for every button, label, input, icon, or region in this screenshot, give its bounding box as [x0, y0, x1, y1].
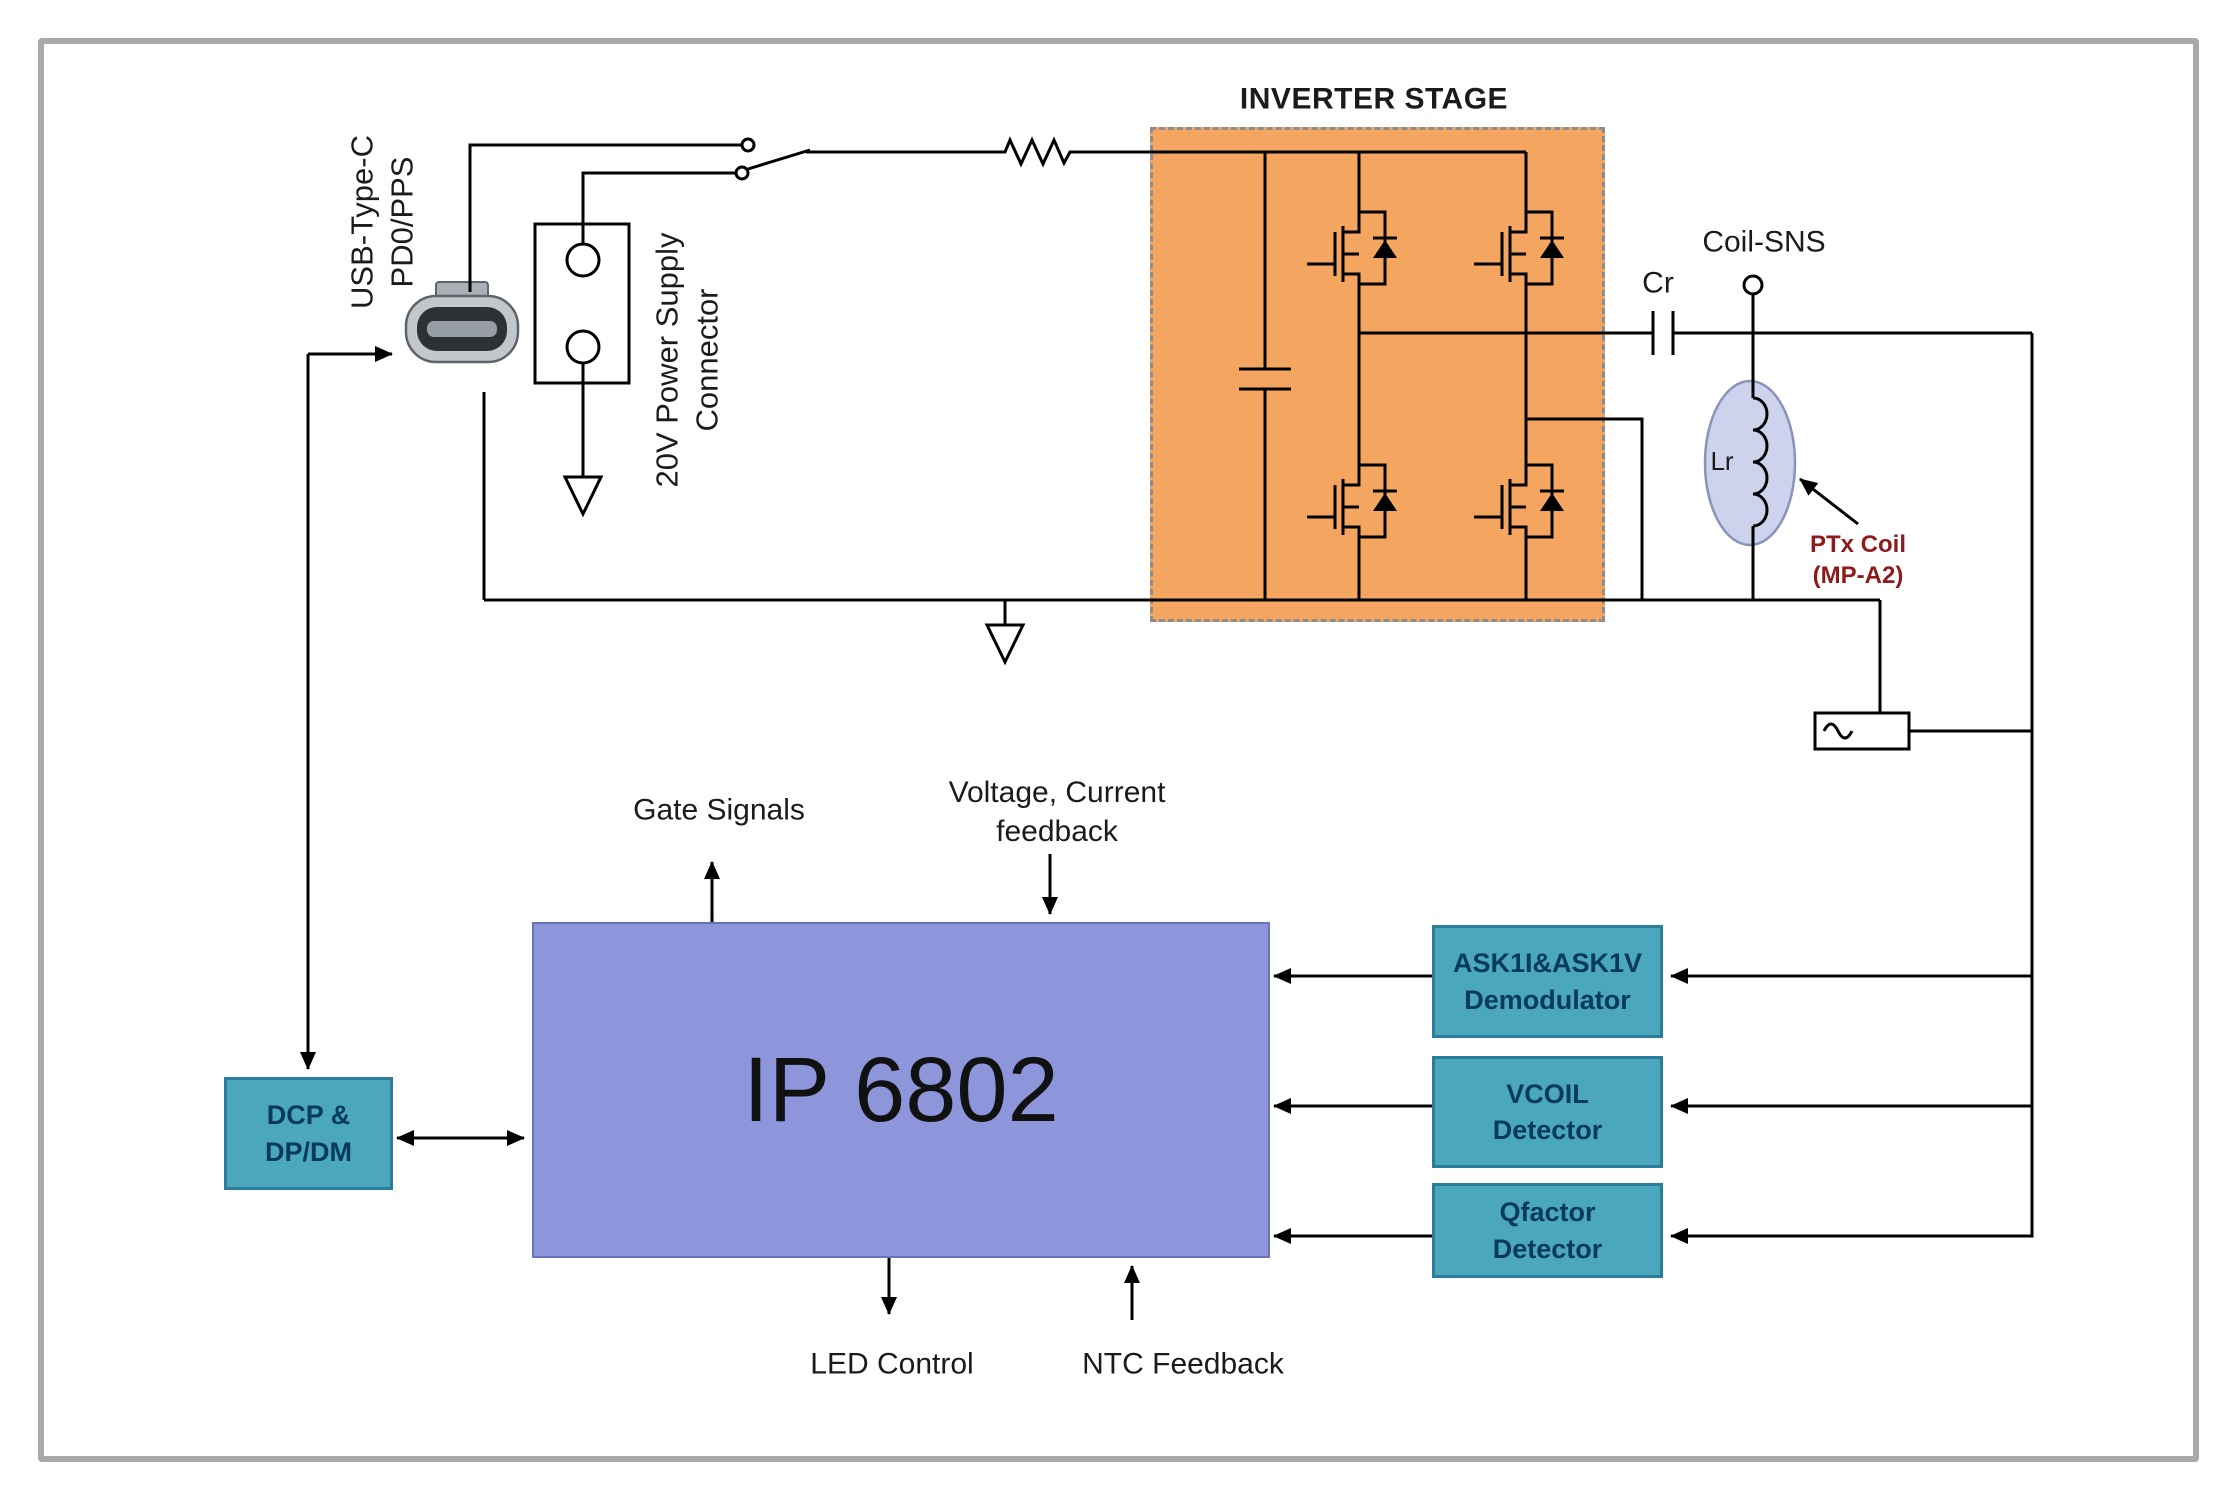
- coil-sns-terminal: [1742, 274, 1764, 296]
- dcp-dpdm-block: DCP & DP/DM: [224, 1077, 393, 1190]
- right-bus-wire: [1670, 333, 2034, 1244]
- mosfet-top-left: [1305, 200, 1399, 292]
- vcoil-label-line1: VCOIL: [1506, 1078, 1589, 1109]
- dcp-label-line1: DCP &: [266, 1100, 351, 1131]
- ptx-label-line2: (MP-A2): [1812, 562, 1904, 589]
- switch-contact-bottom: [734, 165, 750, 181]
- vcoil-label-line2: Detector: [1492, 1115, 1603, 1145]
- vcoil-detector-block: VCOIL Detector: [1432, 1056, 1663, 1168]
- inverter-stage-title: INVERTER STAGE: [1239, 82, 1509, 116]
- right-switch-node-wire: [1526, 417, 1644, 600]
- ptx-label-line1: PTx Coil: [1809, 530, 1907, 558]
- block-arrows: [300, 346, 1432, 1320]
- ask-label-line1: ASK1I&ASK1V: [1452, 948, 1643, 979]
- sense-squiggle: [1822, 722, 1854, 740]
- power-supply-label: 20V Power Supply Connector: [648, 232, 729, 487]
- led-control-label: LED Control: [810, 1347, 974, 1381]
- ntc-feedback-label: NTC Feedback: [1082, 1347, 1284, 1381]
- lr-label: Lr: [1710, 446, 1734, 477]
- mosfet-top-right: [1472, 200, 1566, 292]
- power-connector-graphic: [533, 222, 631, 385]
- qfactor-detector-block: Qfactor Detector: [1432, 1183, 1663, 1278]
- psu-label-line1: 20V Power Supply: [649, 232, 685, 488]
- mosfet-bottom-left: [1305, 453, 1399, 545]
- cr-capacitor: [1651, 311, 1675, 355]
- inductor-symbol: [1752, 396, 1769, 528]
- voltage-current-feedback-label: Voltage, Current feedback: [949, 773, 1166, 851]
- switch-blade: [747, 148, 811, 171]
- input-wiring: [468, 136, 1526, 292]
- dcp-label-line2: DP/DM: [265, 1136, 352, 1167]
- ptx-pointer-arrow: [1799, 477, 1859, 526]
- switch-contact-top: [740, 137, 756, 153]
- usb-top-wire: [468, 143, 741, 292]
- psu-top-wire: [581, 171, 736, 244]
- psu-label-line2: Connector: [690, 288, 725, 432]
- feedback-label-line1: Voltage, Current: [948, 776, 1166, 809]
- outer-frame: [38, 38, 2199, 1462]
- usb-c-connector-graphic: [404, 281, 520, 364]
- gate-signals-label: Gate Signals: [633, 793, 805, 827]
- mosfet-bottom-right: [1472, 453, 1566, 545]
- ip6802-block: IP 6802: [532, 922, 1270, 1258]
- coil-ellipse: [1703, 379, 1797, 547]
- feedback-bus: [1670, 333, 2034, 1244]
- qfactor-label-line1: Qfactor: [1499, 1197, 1596, 1228]
- ask-label-line2: Demodulator: [1464, 984, 1631, 1015]
- ptx-coil-label: PTx Coil (MP-A2): [1810, 529, 1906, 591]
- inverter-stage-box: [1150, 127, 1605, 622]
- coil-sns-label: Coil-SNS: [1702, 225, 1826, 259]
- qfactor-label-line2: Detector: [1492, 1233, 1603, 1264]
- ask-demodulator-block: ASK1I&ASK1V Demodulator: [1432, 925, 1663, 1038]
- ip6802-label: IP 6802: [743, 1038, 1059, 1141]
- inverter-bridge: [1239, 152, 1644, 600]
- ground-symbol-psu: [562, 475, 604, 518]
- ground-symbol: [984, 623, 1026, 666]
- resistor-symbol: [806, 136, 1526, 168]
- usb-label-line1: USB-Type-C: [344, 135, 380, 309]
- usb-type-c-label: USB-Type-C PD0/PPS: [343, 135, 424, 309]
- resonant-tank: [1359, 274, 2032, 600]
- dc-link-capacitor: [1239, 152, 1291, 600]
- cr-label: Cr: [1642, 266, 1674, 300]
- ground-rail: [482, 364, 1880, 666]
- feedback-label-line2: feedback: [996, 815, 1118, 848]
- current-sense-symbol: [1813, 711, 1911, 751]
- usb-label-line2: PD0/PPS: [385, 156, 420, 288]
